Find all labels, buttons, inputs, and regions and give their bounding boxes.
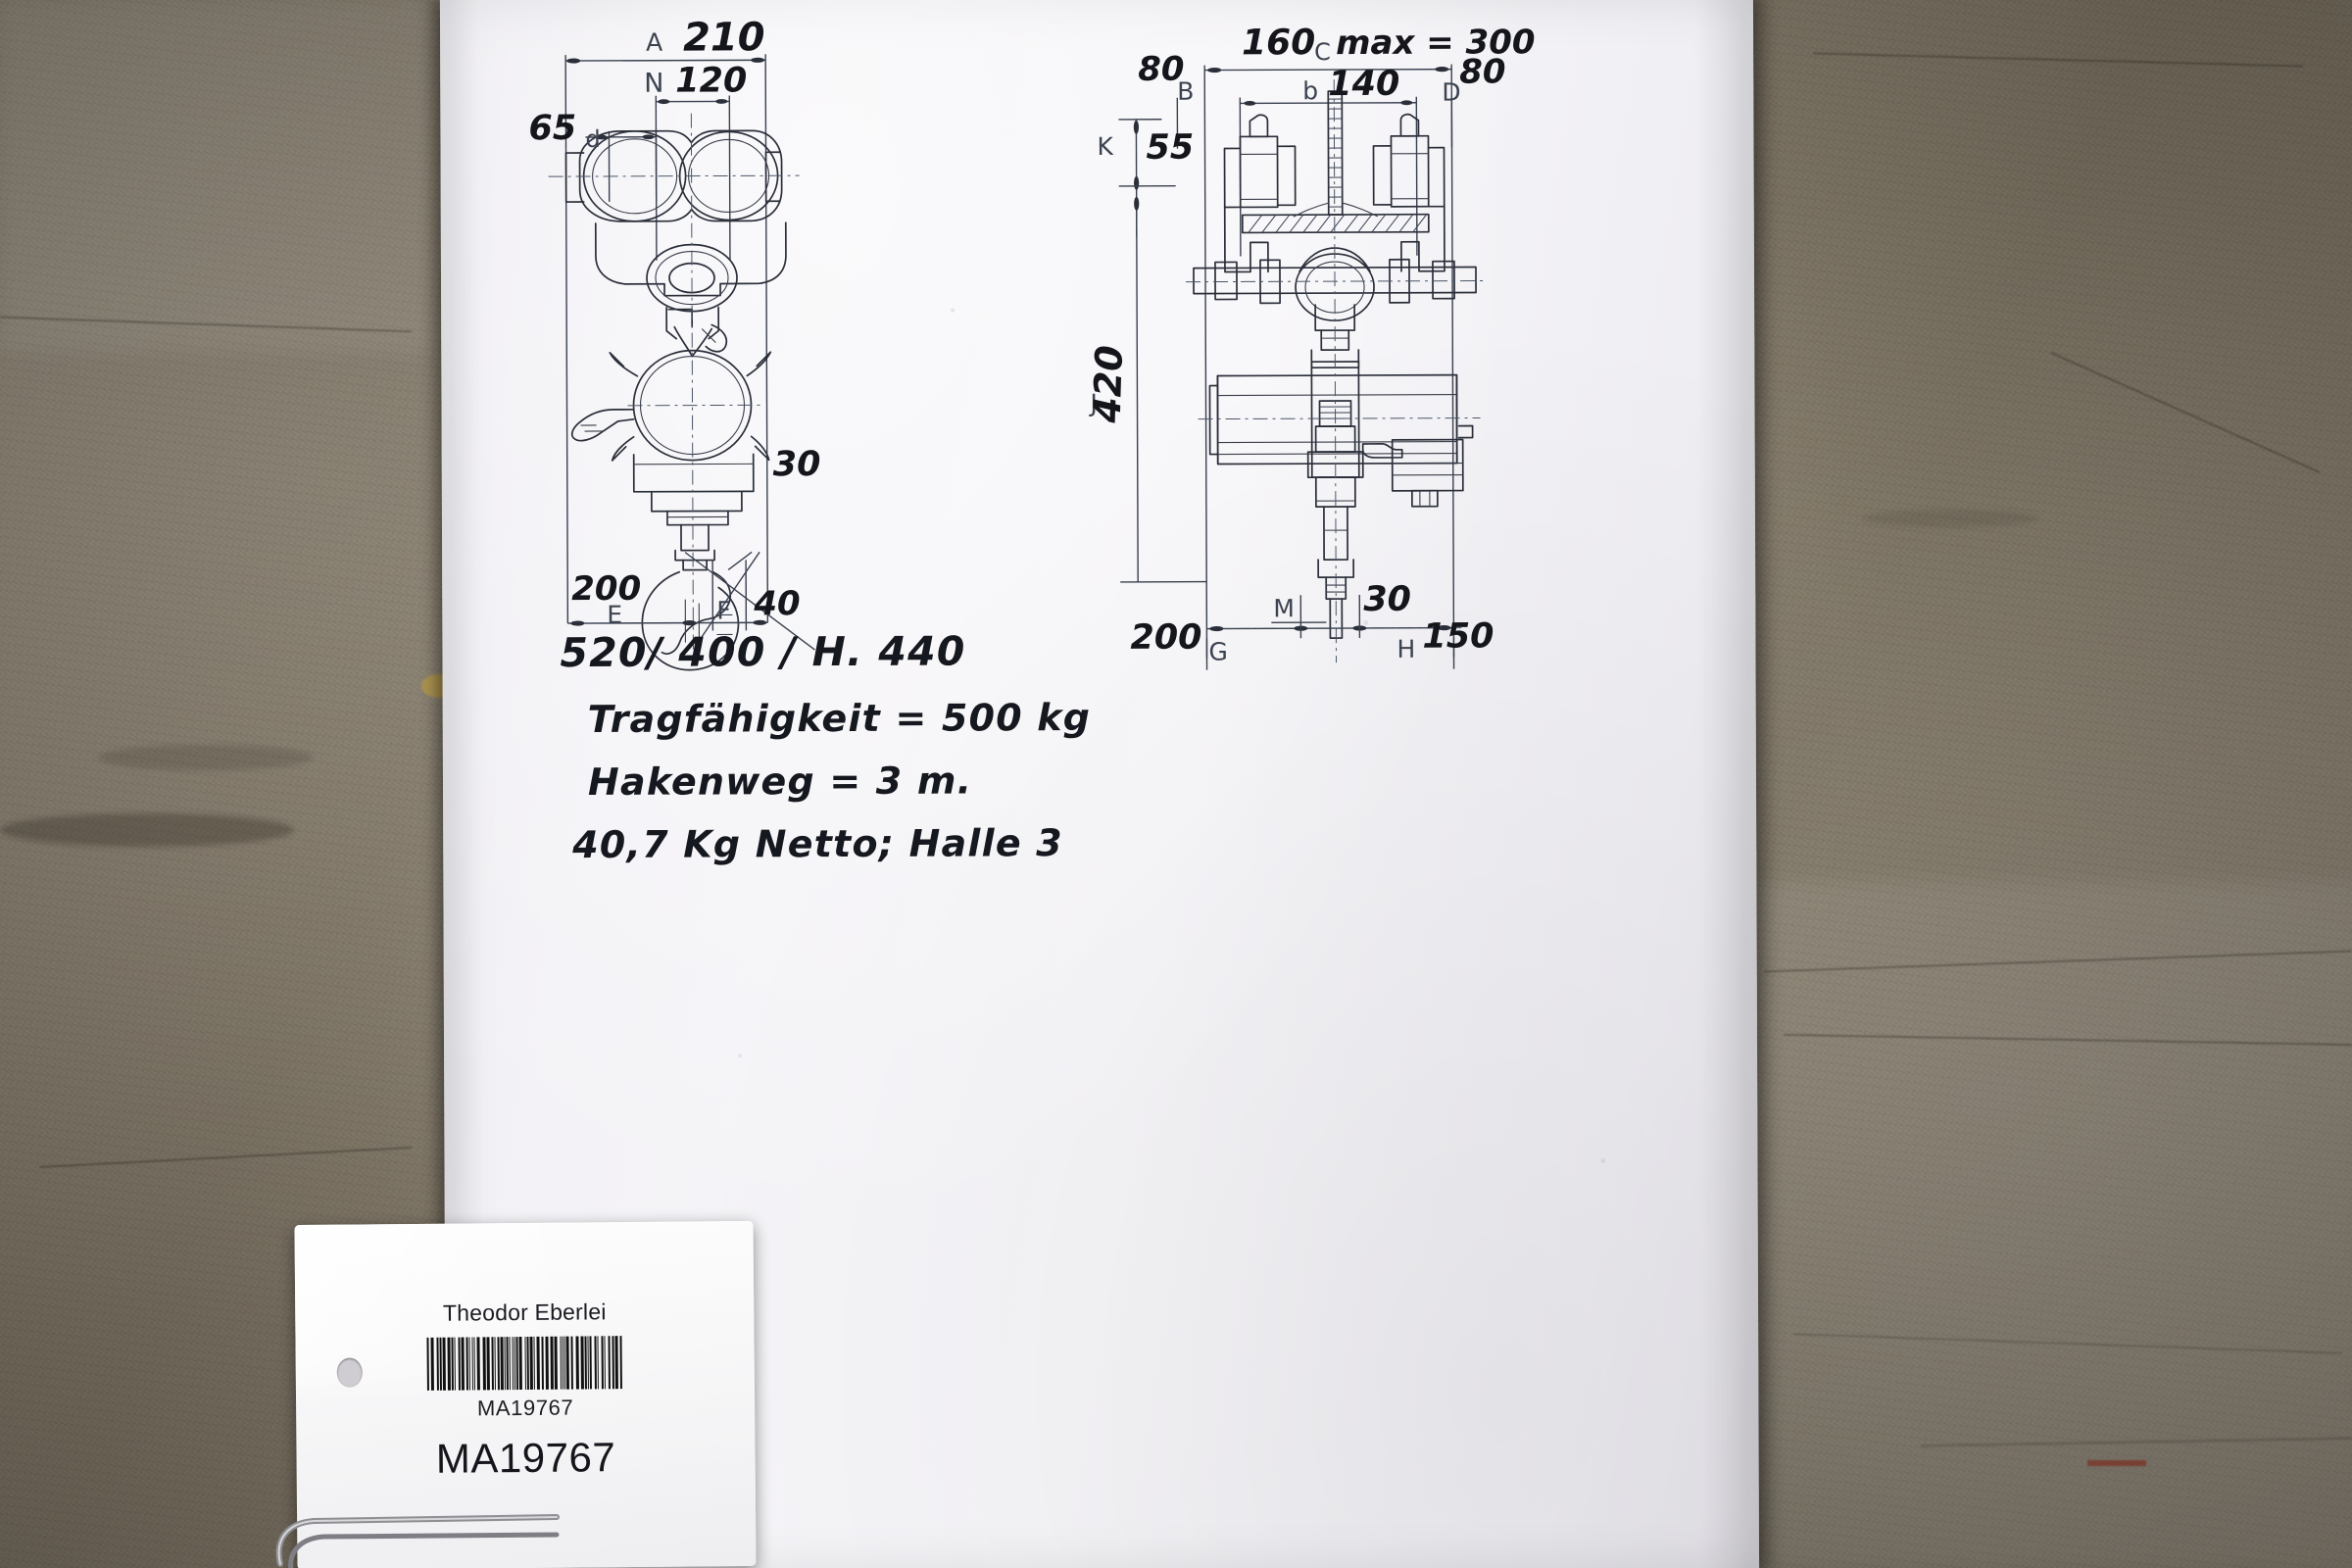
dim-H-value: 150 (1422, 616, 1494, 656)
note-line-1: 520/ 400 / H. 440 (560, 627, 966, 677)
dim-E-value: 200 (571, 569, 641, 609)
barcode (426, 1336, 622, 1391)
dim-F-letter: F (716, 596, 731, 624)
dim-K-value: 55 (1146, 128, 1194, 168)
dim-C-letter: C (1314, 38, 1331, 66)
dim-B-letter: B (1177, 77, 1194, 106)
dim-E-letter: E (607, 601, 622, 629)
dim-top-right-80: 80 (1459, 52, 1505, 91)
paper-speck (1600, 1158, 1606, 1164)
dim-A-letter: A (646, 28, 662, 57)
tag-code-large: MA19767 (435, 1434, 616, 1482)
dim-hook-angle: 30 (773, 445, 821, 484)
dim-G-letter: G (1208, 637, 1227, 665)
drawing-sheet: 210 A 120 N 65 d 200 E F 40 30 (439, 0, 1760, 1568)
tag-code-small: MA19767 (476, 1395, 574, 1421)
dim-M-value: 30 (1363, 580, 1411, 619)
dim-J-letter: J (1088, 389, 1097, 417)
surface-scuff (98, 745, 314, 770)
dim-D-letter: D (1442, 78, 1460, 107)
tag-company-name: Theodor Eberlei (442, 1298, 607, 1326)
dim-b-letter: b (1302, 76, 1318, 105)
note-line-3: Hakenweg = 3 m. (587, 759, 973, 805)
light-streak (0, 0, 431, 353)
dim-N-letter: N (644, 69, 663, 99)
dim-C-max: max = 300 (1336, 23, 1536, 63)
dim-A-value: 210 (683, 15, 765, 60)
light-streak (1754, 882, 2352, 1568)
note-line-2: Tragfähigkeit = 500 kg (587, 696, 1092, 742)
dim-d-letter: d (585, 125, 600, 153)
dim-G-value: 200 (1130, 618, 1201, 658)
dim-M-letter: M (1273, 594, 1295, 622)
handwritten-notes: 520/ 400 / H. 440 Tragfähigkeit = 500 kg… (560, 625, 1541, 867)
red-mark (2087, 1460, 2146, 1466)
wire-tie (275, 1514, 560, 1568)
surface-scuff (0, 813, 294, 847)
surface-scuff (1862, 510, 2038, 527)
paper-speck (738, 1054, 743, 1058)
dim-J-value: 420 (1086, 345, 1131, 425)
dim-H-letter: H (1396, 635, 1415, 663)
dim-K-letter: K (1097, 132, 1113, 161)
dim-65-value: 65 (528, 109, 576, 148)
drawing-right-side-section: 160 C max = 300 80 80 B b 140 D K 55 J 4… (1067, 10, 1678, 678)
dim-F-value: 40 (753, 584, 800, 623)
drawing-left-front-view: 210 A 120 N 65 d 200 E F 40 30 (518, 14, 1031, 671)
dim-N-value: 120 (675, 61, 747, 100)
dim-b-value: 140 (1328, 65, 1399, 104)
barcode-space (621, 1336, 622, 1389)
dim-top-left-80: 80 (1138, 50, 1184, 89)
dim-C-value: 160 (1242, 23, 1315, 63)
tag-punch-hole (336, 1357, 363, 1388)
note-line-4: 40,7 Kg Netto; Halle 3 (572, 821, 1063, 867)
